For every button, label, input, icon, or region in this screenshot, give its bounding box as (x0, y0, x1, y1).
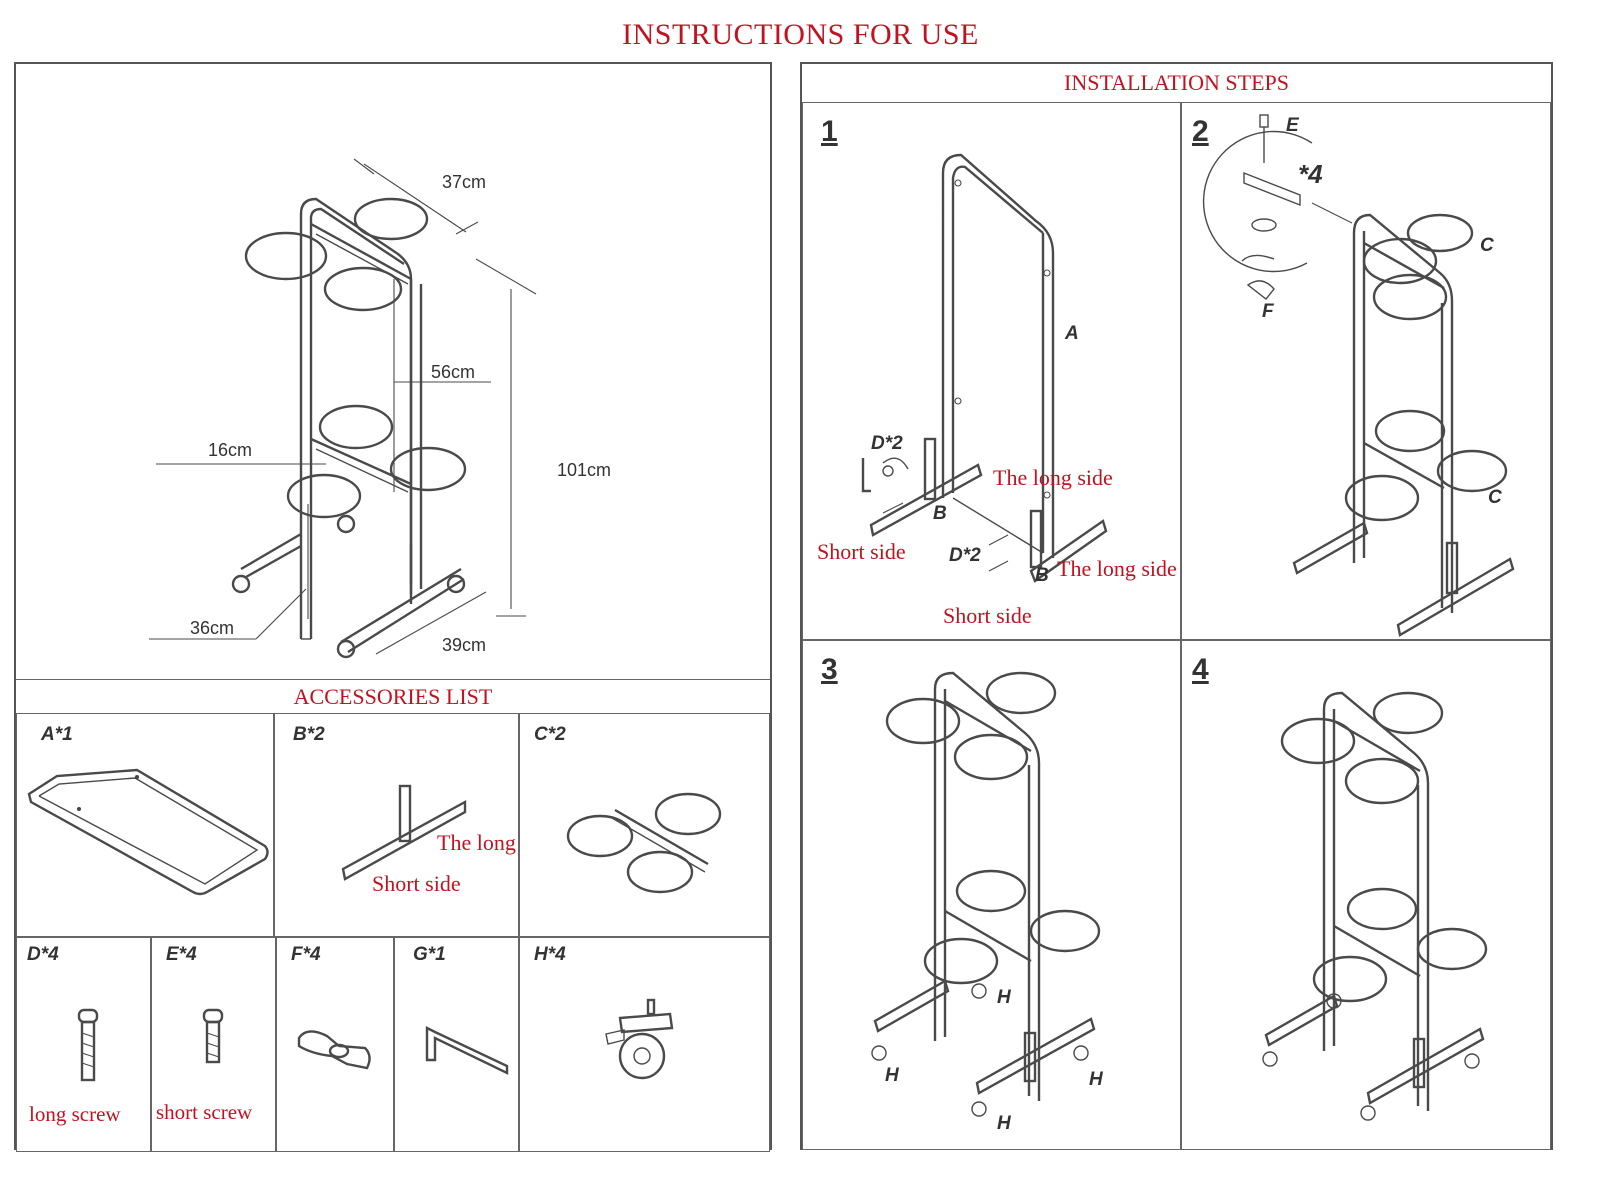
accessory-g: G*1 (394, 937, 519, 1152)
dim-lower: 36cm (190, 618, 235, 638)
step-2-part-c-bottom: C (1488, 487, 1502, 508)
step-3-part-h1: H (997, 987, 1011, 1008)
accessory-g-label: G*1 (413, 944, 446, 965)
rack-dimension-drawing (149, 158, 537, 659)
installation-header: INSTALLATION STEPS (1064, 70, 1289, 95)
step-3-number: 3 (821, 653, 838, 686)
step-3-part-h2: H (885, 1065, 899, 1086)
accessory-d-caption: long screw (29, 1102, 121, 1126)
accessory-d-label: D*4 (27, 944, 59, 965)
accessory-h: H*4 (519, 937, 770, 1152)
accessory-a-label: A*1 (41, 724, 73, 745)
short-screw-drawing (202, 1008, 224, 1064)
step-1-part-d-left: D*2 (871, 433, 903, 454)
page-title: INSTRUCTIONS FOR USE (622, 18, 979, 51)
dim-ring-gap: 16cm (208, 440, 253, 460)
accessory-f: F*4 (276, 937, 394, 1152)
dim-height: 101cm (557, 460, 612, 480)
accessory-e: E*4 short screw (151, 937, 276, 1152)
step-2-part-c-top: C (1480, 235, 1494, 256)
accessory-b-short-side: Short side (372, 871, 461, 896)
step-3-part-h3: H (1089, 1069, 1103, 1090)
step-2-part-f: F (1262, 301, 1274, 322)
accessory-b-label: B*2 (293, 724, 325, 745)
overview-section: 37cm 56cm 101cm 16cm 36cm 39cm (16, 64, 770, 679)
step-4-drawing (1262, 691, 1488, 1121)
accessories-header: ACCESSORIES LIST (293, 684, 493, 709)
installation-header-row: INSTALLATION STEPS (802, 64, 1551, 103)
step-1: 1 A D*2 B D*2 B The long side (802, 102, 1181, 640)
wing-nut-drawing (297, 1030, 371, 1070)
step-2-number: 2 (1192, 115, 1209, 148)
accessory-f-label: F*4 (291, 944, 321, 965)
step-1-short-side-bottom: Short side (943, 603, 1032, 628)
right-panel: INSTALLATION STEPS 1 A D*2 B (800, 62, 1553, 1150)
step-2-part-e: E (1286, 115, 1299, 136)
step-1-part-a: A (1065, 323, 1079, 344)
step-2-count: *4 (1298, 159, 1323, 189)
dim-width: 37cm (442, 172, 487, 192)
step-1-drawing (861, 153, 1108, 583)
step-1-part-b-left: B (933, 503, 947, 524)
long-screw-drawing (77, 1008, 99, 1082)
accessory-e-label: E*4 (166, 944, 197, 965)
rings-c-drawing (566, 792, 722, 894)
accessory-c-label: C*2 (534, 724, 566, 745)
step-1-long-side-bottom: The long side (1057, 556, 1177, 581)
accessory-h-label: H*4 (534, 944, 566, 965)
step-2: 2 E *4 F (1181, 102, 1551, 640)
step-4-number: 4 (1192, 653, 1209, 686)
left-panel: 37cm 56cm 101cm 16cm 36cm 39cm ACCESSORI… (14, 62, 772, 1152)
accessory-a: A*1 (16, 713, 274, 937)
caster-wheel-drawing (605, 998, 674, 1080)
dim-base: 39cm (442, 635, 487, 655)
base-b-drawing (341, 784, 467, 881)
accessories-header-row: ACCESSORIES LIST (16, 679, 770, 715)
step-3: 3 H H H H (802, 640, 1181, 1150)
step-1-long-side-top: The long side (993, 465, 1113, 490)
accessory-b: B*2 The long side Short side (274, 713, 557, 937)
frame-a-drawing (27, 768, 269, 896)
step-1-part-d-right: D*2 (949, 545, 981, 566)
step-3-part-h4: H (997, 1113, 1011, 1134)
allen-key-drawing (425, 1026, 509, 1075)
accessory-d: D*4 long screw (16, 937, 151, 1152)
accessory-e-caption: short screw (156, 1100, 253, 1124)
dim-rings: 56cm (431, 362, 476, 382)
step-1-part-b-right: B (1035, 565, 1049, 586)
step-2-drawing (1202, 114, 1515, 637)
accessory-c: C*2 (519, 713, 770, 937)
step-1-short-side-left: Short side (817, 539, 906, 564)
step-4: 4 (1181, 640, 1551, 1150)
step-1-number: 1 (821, 115, 838, 148)
step-3-drawing (871, 671, 1101, 1117)
